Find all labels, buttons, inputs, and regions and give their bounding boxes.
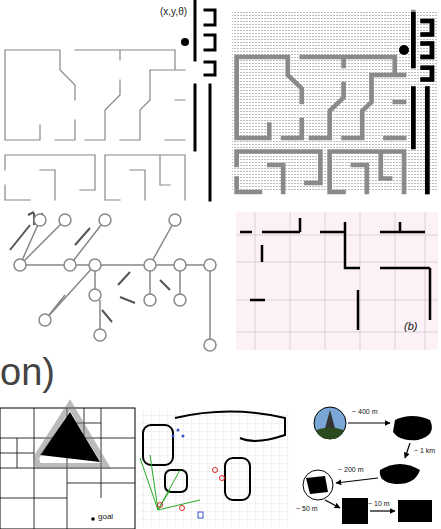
pose-label: (x,y,θ)	[160, 6, 187, 17]
distance-label: ~ 400 m	[352, 408, 378, 416]
distance-label: ~ 10 m	[368, 500, 390, 508]
distance-label: ~ 50 m	[296, 505, 318, 513]
topological-graph	[10, 212, 216, 351]
occupancy-grid	[140, 410, 290, 526]
goal-label: goal	[98, 513, 113, 522]
feature-map	[236, 212, 438, 350]
line-floorplan	[5, 0, 215, 200]
image-hierarchy	[303, 407, 432, 524]
distance-label: ~ 200 m	[338, 466, 364, 474]
cropped-title: on)	[0, 352, 55, 394]
grid-floorplan	[232, 12, 437, 192]
distance-label: ~ 1 km	[414, 447, 435, 455]
panel-label: (b)	[404, 320, 417, 332]
quadtree-map	[0, 405, 135, 529]
